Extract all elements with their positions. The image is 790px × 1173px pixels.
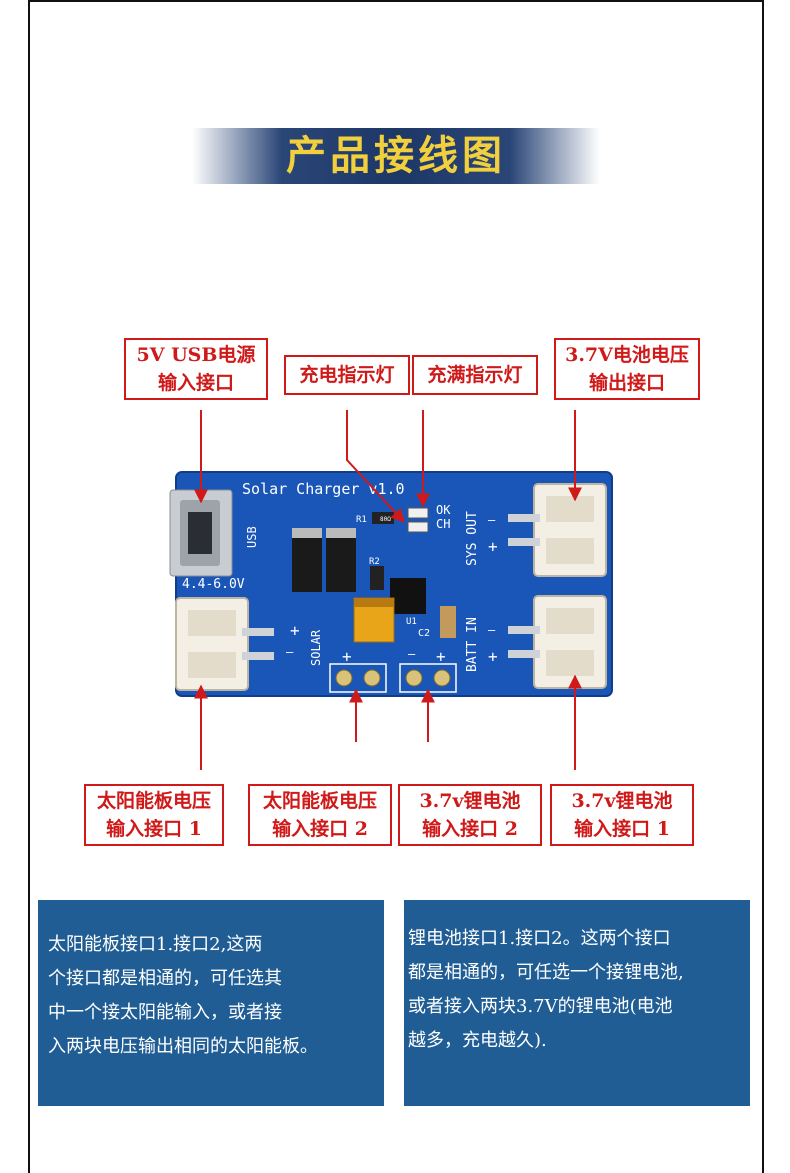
usb-voltage: 4.4-6.0V (182, 577, 245, 592)
page-title: 产品接线图 (286, 132, 506, 179)
led-ok (407, 507, 429, 519)
led-ch (407, 521, 429, 533)
arrow-charge-led (346, 410, 405, 524)
label-battery-input-1-line1: 3.7v锂电池 (571, 790, 673, 812)
pointer-arrows (194, 410, 582, 770)
label-battery-input-2: 3.7v锂电池 输入接口 2 (398, 784, 542, 846)
solar-note-line: 中一个接太阳能输入，或者接 (48, 1002, 282, 1023)
label-battery-input-1-line2: 输入接口 1 (574, 818, 670, 840)
solar-connector (175, 597, 274, 691)
ok-silk: OK (436, 503, 451, 517)
solar-silk: SOLAR (309, 629, 323, 666)
label-usb-input-line2: 输入接口 (157, 372, 234, 394)
solar-conn-minus: — (286, 645, 294, 659)
chip-u1 (390, 578, 426, 614)
label-solar-input-2-line1: 太阳能板电压 (262, 790, 377, 812)
sys-out-silk: SYS OUT (465, 511, 480, 566)
title-banner (192, 128, 600, 184)
solar-note-line: 个接口都是相通的，可任选其 (48, 968, 282, 989)
label-full-led: 充满指示灯 (412, 355, 538, 395)
label-usb-input: 5V USB电源 输入接口 (124, 338, 268, 400)
label-solar-input-1-line1: 太阳能板电压 (96, 790, 211, 812)
batt-pad-minus: — (408, 647, 416, 661)
batt-in-silk: BATT IN (465, 617, 480, 672)
r1-code: 80Ω (380, 516, 391, 523)
battery-note-panel: 锂电池接口1.接口2。这两个接口 都是相通的，可任选一个接锂电池, 或者接入两块… (404, 900, 750, 1106)
r2-silk: R2 (369, 557, 380, 567)
label-full-led-text: 充满指示灯 (427, 364, 523, 386)
label-battery-output-line2: 输出接口 (588, 372, 665, 394)
label-usb-input-line1: 5V USB电源 (136, 344, 256, 366)
usb-connector (169, 489, 233, 577)
diodes (292, 528, 356, 592)
label-battery-input-1: 3.7v锂电池 输入接口 1 (550, 784, 694, 846)
battery-note-line: 锂电池接口1.接口2。这两个接口 (408, 928, 671, 949)
solar-plus: + (342, 647, 352, 666)
usb-silk: USB (245, 526, 259, 548)
solar-note-panel: 太阳能板接口1.接口2,这两 个接口都是相通的，可任选其 中一个接太阳能输入，或… (38, 900, 384, 1106)
solar-note-line: 太阳能板接口1.接口2,这两 (48, 934, 263, 955)
board-name: Solar Charger v1.0 (242, 480, 405, 498)
solar-note-line: 入两块电压输出相同的太阳能板。 (48, 1036, 318, 1057)
r1-silk: R1 (356, 515, 367, 525)
pcb-board: Solar Charger v1.0 USB 4.4-6.0V SYS OUT … (169, 471, 613, 697)
sys-out-minus: — (488, 513, 496, 527)
batt-in-connector (508, 595, 607, 689)
label-solar-input-1-line2: 输入接口 1 (106, 818, 202, 840)
battery-note-line: 越多，充电越久). (408, 1030, 547, 1051)
label-battery-output: 3.7V电池电压 输出接口 (554, 338, 700, 400)
batt-in-minus: — (488, 623, 496, 637)
batt-pad-plus: + (436, 647, 446, 666)
label-solar-input-1: 太阳能板电压 输入接口 1 (84, 784, 224, 846)
c2-silk: C2 (418, 628, 430, 639)
solar-pads (329, 663, 387, 693)
u1-silk: U1 (406, 617, 417, 627)
label-charge-led: 充电指示灯 (284, 355, 410, 395)
label-charge-led-text: 充电指示灯 (299, 364, 395, 386)
label-battery-input-2-line1: 3.7v锂电池 (419, 790, 521, 812)
sys-out-plus: + (488, 537, 498, 556)
solar-conn-plus: + (290, 621, 300, 640)
batt-in-plus: + (488, 647, 498, 666)
label-solar-input-2-line2: 输入接口 2 (272, 818, 368, 840)
label-battery-input-2-line2: 输入接口 2 (422, 818, 518, 840)
battery-note-line: 都是相通的，可任选一个接锂电池, (408, 962, 684, 983)
label-solar-input-2: 太阳能板电压 输入接口 2 (248, 784, 392, 846)
ch-silk: CH (436, 517, 450, 531)
battery-note-line: 或者接入两块3.7V的锂电池(电池 (408, 996, 673, 1017)
label-battery-output-line1: 3.7V电池电压 (565, 344, 689, 366)
